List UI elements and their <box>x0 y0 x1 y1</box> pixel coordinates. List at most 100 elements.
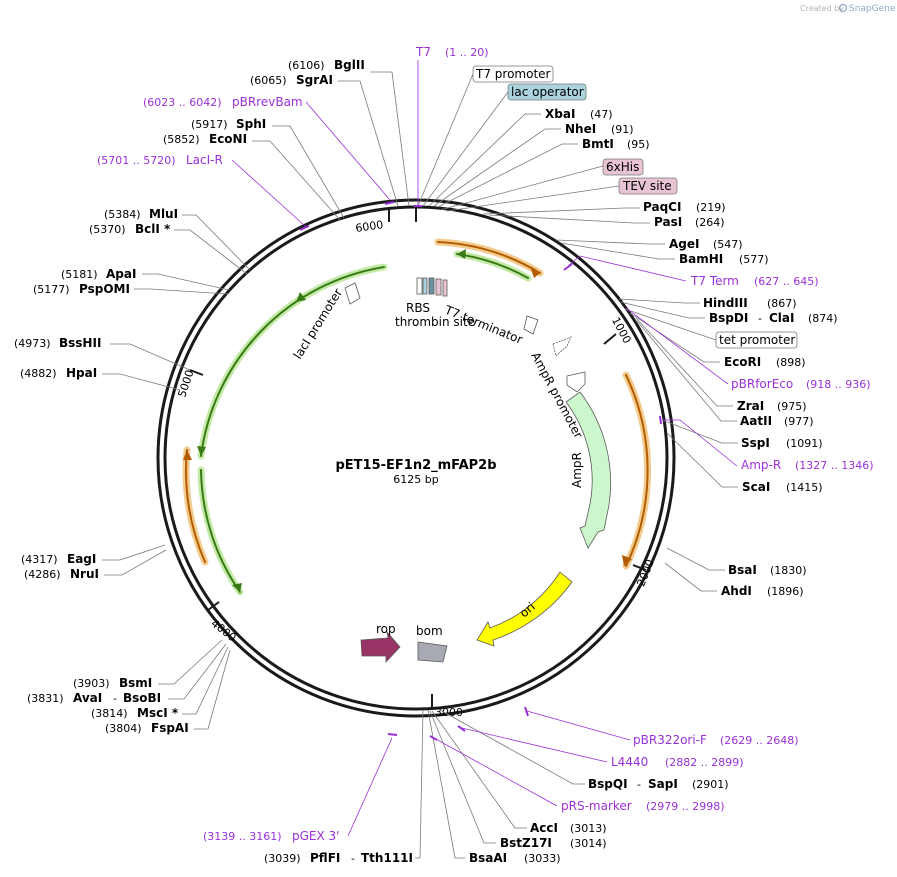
enzyme-pos: (977) <box>784 415 814 428</box>
enzyme-name: FspAI <box>151 721 189 735</box>
enzyme-name: PasI <box>654 215 682 229</box>
enzyme-name: SgrAI <box>296 73 333 87</box>
primer-range: (5701 .. 5720) <box>97 154 176 167</box>
ori-arrow <box>476 571 573 647</box>
enzyme-pos: (1896) <box>767 585 804 598</box>
label-tev-site: TEV site <box>622 179 672 193</box>
enzyme-name: PspOMI <box>79 282 130 296</box>
enzyme-name: AccI <box>530 821 558 835</box>
primer-leaders <box>231 60 738 837</box>
enzyme-name: BsaI <box>728 563 757 577</box>
box-tev-site <box>618 177 678 195</box>
feature-rop: rop <box>376 622 396 636</box>
enzyme-pos: (975) <box>777 400 807 413</box>
enzyme-name: BssHII <box>59 336 101 350</box>
primer-name: T7 Term <box>690 274 739 288</box>
enzyme-sep: - <box>758 312 762 325</box>
enzyme-name: HindIII <box>703 296 748 310</box>
primer-range: (918 .. 936) <box>806 378 871 391</box>
feature-thrombin: thrombin site <box>395 315 475 329</box>
box-lac-operator <box>507 83 587 101</box>
primer-name: pBR322ori-F <box>633 733 707 747</box>
enzyme-name: BspDI <box>709 311 748 325</box>
enzyme-pos: (1415) <box>786 481 823 494</box>
enzyme-pos: (5177) <box>33 283 70 296</box>
enzyme-pos: (6065) <box>250 74 287 87</box>
feature-bom: bom <box>416 624 443 638</box>
enzyme-pos: (4317) <box>21 553 58 566</box>
enzyme-name: BamHI <box>679 252 723 266</box>
label-6xhis: 6xHis <box>606 160 639 174</box>
primer-range: (6023 .. 6042) <box>143 96 222 109</box>
enzyme-leaders-right <box>428 113 738 592</box>
enzyme-name: BspQI <box>588 777 628 791</box>
enzyme-name: EcoNI <box>209 132 247 146</box>
enzyme-name: MluI <box>149 207 178 221</box>
enzyme-pos: (547) <box>713 238 743 251</box>
ampr-arrow <box>565 391 612 549</box>
enzyme-name: SapI <box>648 777 678 791</box>
enzyme-name: ApaI <box>106 267 136 281</box>
enzyme-pos: (219) <box>696 201 726 214</box>
enzyme-pos: (4973) <box>14 337 51 350</box>
ampr-promoter-arrow <box>566 371 586 393</box>
enzyme-name: ScaI <box>742 480 770 494</box>
enzyme-name: PaqCI <box>643 200 681 214</box>
enzyme-name: BsoBI <box>123 691 161 705</box>
enzyme-name: HpaI <box>66 366 97 380</box>
enzyme-name: AatII <box>740 414 772 428</box>
enzyme-sep: - <box>113 692 117 705</box>
tick-3000: 3000 <box>435 706 463 719</box>
enzyme-pos: (3014) <box>570 837 607 850</box>
snapgene-logo-icon <box>838 3 848 13</box>
enzyme-pos: (91) <box>611 123 634 136</box>
primer-name: pBRrevBam <box>232 95 303 109</box>
enzyme-pos: (3831) <box>27 692 64 705</box>
enzyme-name: EcoRI <box>724 355 761 369</box>
primer-range: (2629 .. 2648) <box>720 734 799 747</box>
enzyme-pos: (6106) <box>288 59 325 72</box>
tick-2000: 2000 <box>634 558 657 589</box>
enzyme-pos: (577) <box>739 253 769 266</box>
enzyme-pos: (5917) <box>191 118 228 131</box>
enzyme-pos: (3903) <box>73 677 110 690</box>
enzyme-name: NruI <box>70 567 99 581</box>
enzyme-leaders <box>102 71 585 859</box>
enzyme-name: NheI <box>565 122 596 136</box>
enzyme-pos: (5384) <box>104 208 141 221</box>
orf-arrowheads <box>183 249 632 592</box>
tet-promoter-arrow <box>552 336 572 357</box>
enzyme-pos: (3039) <box>264 852 301 865</box>
enzyme-name: AgeI <box>669 237 699 251</box>
enzyme-name: PflFI <box>310 851 340 865</box>
primer-name: Amp-R <box>741 458 781 472</box>
enzyme-pos: (1091) <box>786 437 823 450</box>
enzyme-pos: (2901) <box>692 778 729 791</box>
primer-name: T7 <box>415 45 431 59</box>
feature-leaders <box>417 73 717 341</box>
t7-terminator-arrow <box>523 315 539 335</box>
primer-range: (1327 .. 1346) <box>795 459 874 472</box>
credit-brand: SnapGene <box>849 4 896 14</box>
enzyme-name: ClaI <box>769 311 794 325</box>
mcs-features <box>416 277 448 297</box>
enzyme-pos: (5181) <box>61 268 98 281</box>
credit-text: Created by <box>800 4 844 13</box>
feature-rbs: RBS <box>406 301 430 315</box>
lacI-promoter-arrow <box>344 282 361 305</box>
primer-name: pGEX 3' <box>292 829 339 843</box>
enzyme-pos: (898) <box>776 356 806 369</box>
label-lac-operator: lac operator <box>511 85 584 99</box>
primer-range: (1 .. 20) <box>445 46 489 59</box>
primer-name: L4440 <box>611 755 648 769</box>
bom-box <box>417 641 448 663</box>
enzyme-name: BglII <box>334 58 365 72</box>
enzyme-name: BsaAI <box>469 851 507 865</box>
tick-6000: 6000 <box>355 218 385 235</box>
primer-range: (2979 .. 2998) <box>646 800 725 813</box>
enzyme-name: SphI <box>236 117 266 131</box>
feature-ampr: AmpR <box>570 452 584 488</box>
box-6xhis <box>602 158 644 176</box>
enzyme-name: BsmI <box>119 676 152 690</box>
